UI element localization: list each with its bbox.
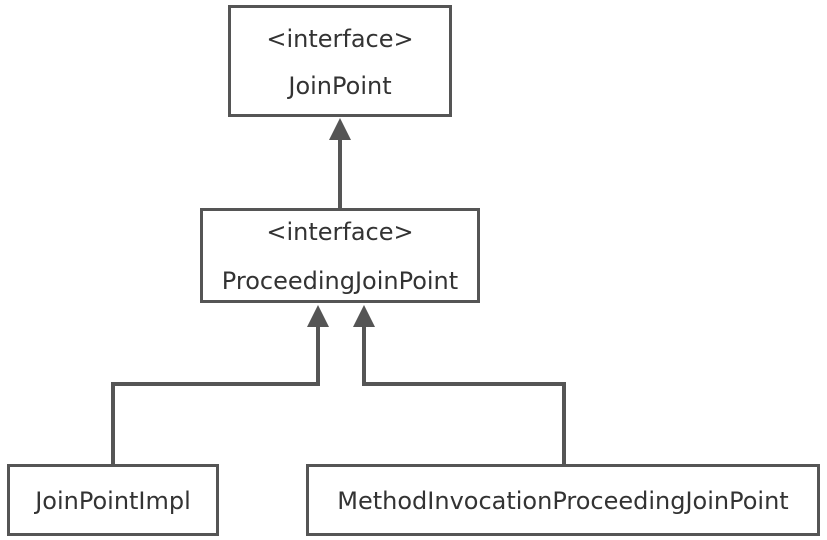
connector-mipjp-to-pjp [362,325,566,464]
class-box-proceeding-join-point: <interface> ProceedingJoinPoint [200,208,480,303]
class-box-joinpoint: <interface> JoinPoint [228,5,452,117]
stereotype-label: <interface> [266,25,414,53]
arrowhead-pjp-left [307,305,329,327]
class-name: MethodInvocationProceedingJoinPoint [337,487,789,515]
connector-impl-to-pjp [111,325,320,464]
stereotype-label: <interface> [266,218,414,246]
class-box-method-invocation-proceeding-join-point: MethodInvocationProceedingJoinPoint [306,464,820,536]
class-name: ProceedingJoinPoint [221,267,459,295]
class-name: JoinPoint [288,72,392,100]
class-name: JoinPointImpl [35,487,191,515]
arrowhead-pjp-right [353,305,375,327]
arrowhead-joinpoint [329,118,351,140]
class-box-join-point-impl: JoinPointImpl [7,464,219,536]
